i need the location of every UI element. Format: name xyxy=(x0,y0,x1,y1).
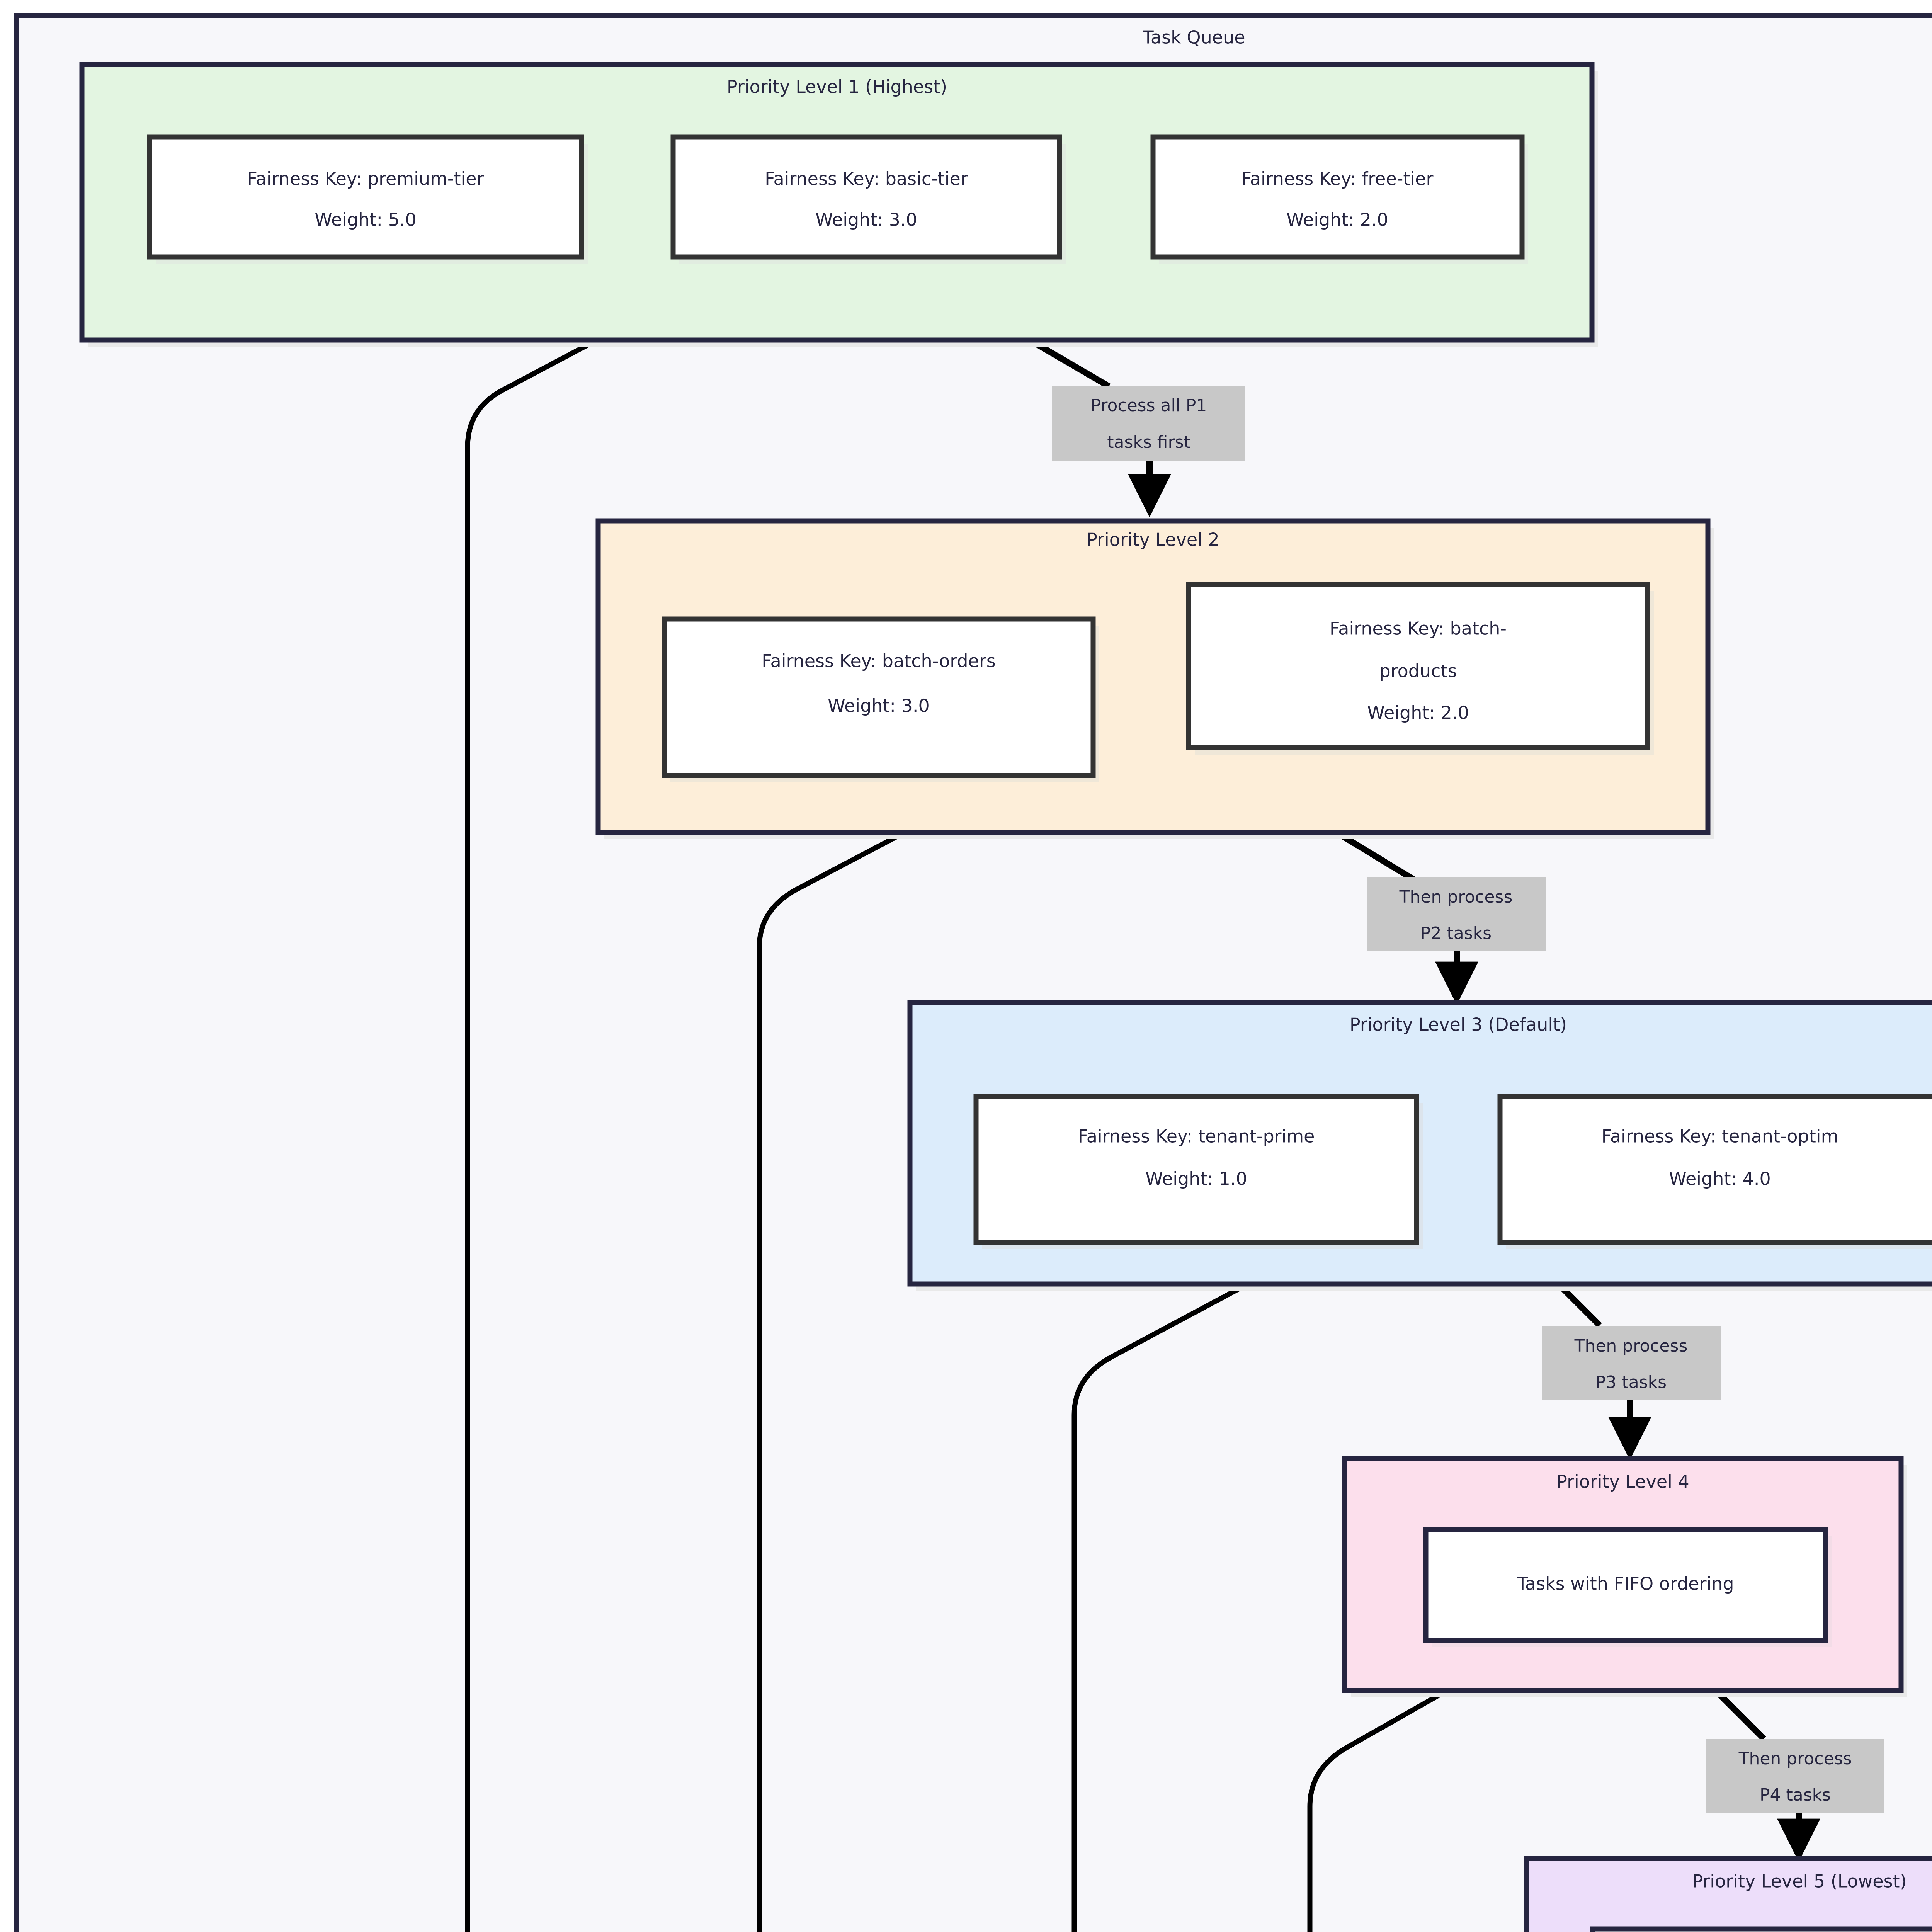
node-p3a[interactable]: Fairness Key: tenant-prime Weight: 1.0 xyxy=(973,1094,1423,1249)
edge-label-p2-p3: Then process P2 tasks xyxy=(1367,877,1546,951)
node-p1c[interactable]: Fairness Key: free-tier Weight: 2.0 xyxy=(1150,134,1528,264)
edge-p1-to-workers xyxy=(465,338,599,1932)
edge-label-p1-p2-bg xyxy=(1052,386,1245,461)
subgraph-priority-level-1[interactable]: Priority Level 1 (Highest) Fairness Key:… xyxy=(79,62,1598,347)
node-p2a-weight: Weight: 3.0 xyxy=(828,696,930,716)
node-p2b-weight: Weight: 2.0 xyxy=(1367,702,1469,723)
node-p1c-box xyxy=(1150,134,1525,260)
node-p2a-key: Fairness Key: batch-orders xyxy=(762,651,995,672)
node-p5a-box xyxy=(1590,1926,1932,1932)
edge-label-p1-p2-line1: Process all P1 xyxy=(1091,396,1207,415)
node-p2a[interactable]: Fairness Key: batch-orders Weight: 3.0 xyxy=(662,616,1099,782)
task-queue-title: Task Queue xyxy=(1142,27,1245,48)
subgraph-priority-level-4[interactable]: Priority Level 4 Tasks with FIFO orderin… xyxy=(1342,1456,1907,1697)
node-p2b-key: Fairness Key: batch- xyxy=(1330,618,1507,639)
priority-level-5-title: Priority Level 5 (Lowest) xyxy=(1692,1871,1906,1892)
edge-p2-to-p3 xyxy=(1335,830,1478,1005)
edge-p3-to-workers xyxy=(1071,1281,1252,1932)
edge-label-p3-p4-bg xyxy=(1542,1326,1721,1400)
edge-label-p4-p5-line2: P4 tasks xyxy=(1760,1785,1831,1805)
priority-level-2-title: Priority Level 2 xyxy=(1087,529,1219,550)
edge-label-p1-p2-line2: tasks first xyxy=(1107,432,1190,452)
edge-label-p4-p5: Then process P4 tasks xyxy=(1706,1739,1884,1813)
subgraph-priority-level-2[interactable]: Priority Level 2 Fairness Key: batch-ord… xyxy=(595,518,1714,839)
subgraph-priority-level-3[interactable]: Priority Level 3 (Default) Fairness Key:… xyxy=(907,1000,1932,1291)
node-p1a-weight: Weight: 5.0 xyxy=(315,209,417,230)
priority-level-3-title: Priority Level 3 (Default) xyxy=(1350,1014,1567,1035)
node-p1b-box xyxy=(670,134,1062,260)
edge-p1-to-p2 xyxy=(1028,337,1171,517)
node-p1b-weight: Weight: 3.0 xyxy=(815,209,917,230)
node-p1b[interactable]: Fairness Key: basic-tier Weight: 3.0 xyxy=(670,134,1066,264)
node-p1a-key: Fairness Key: premium-tier xyxy=(247,168,484,189)
edge-label-p4-p5-line1: Then process xyxy=(1738,1749,1852,1769)
edge-label-p4-p5-bg xyxy=(1706,1739,1884,1813)
node-p3a-weight: Weight: 1.0 xyxy=(1145,1168,1247,1189)
edge-p2-to-workers xyxy=(757,830,906,1932)
edge-label-p3-p4-line1: Then process xyxy=(1574,1336,1688,1356)
subgraph-priority-level-5[interactable]: Priority Level 5 (Lowest) Tasks with FIF… xyxy=(1524,1856,1932,1932)
edge-label-p2-p3-line2: P2 tasks xyxy=(1420,923,1492,943)
node-p1a[interactable]: Fairness Key: premium-tier Weight: 5.0 xyxy=(147,134,588,264)
node-p2b-key2: products xyxy=(1379,661,1457,682)
node-p2b[interactable]: Fairness Key: batch- products Weight: 2.… xyxy=(1186,582,1654,755)
node-p3b-key: Fairness Key: tenant-optim xyxy=(1602,1126,1838,1147)
node-p3a-box xyxy=(973,1094,1419,1245)
node-p2b-box xyxy=(1186,582,1650,750)
edge-label-p3-p4: Then process P3 tasks xyxy=(1542,1326,1721,1400)
node-p3b-box xyxy=(1497,1094,1932,1245)
priority-level-5-box xyxy=(1524,1856,1932,1932)
node-p1b-key: Fairness Key: basic-tier xyxy=(765,168,968,189)
node-p1c-weight: Weight: 2.0 xyxy=(1286,209,1388,230)
node-p4a-box xyxy=(1423,1527,1828,1643)
edge-label-p1-p2: Process all P1 tasks first xyxy=(1052,386,1245,461)
node-p4a-label: Tasks with FIFO ordering xyxy=(1517,1573,1734,1594)
priority-level-4-title: Priority Level 4 xyxy=(1556,1471,1689,1492)
node-p1c-key: Fairness Key: free-tier xyxy=(1242,168,1434,189)
node-p1a-box xyxy=(147,134,584,260)
edge-label-p2-p3-line1: Then process xyxy=(1399,887,1513,907)
priority-level-1-title: Priority Level 1 (Highest) xyxy=(727,77,947,97)
node-p5a[interactable]: Tasks with FIFO ordering xyxy=(1590,1926,1932,1932)
node-p4a[interactable]: Tasks with FIFO ordering xyxy=(1423,1527,1832,1647)
edge-p4-to-workers xyxy=(1307,1688,1449,1932)
edge-label-p2-p3-bg xyxy=(1367,877,1546,951)
edge-label-p3-p4-line2: P3 tasks xyxy=(1595,1372,1667,1392)
node-p3b-weight: Weight: 4.0 xyxy=(1669,1168,1771,1189)
edge-p4-to-p5 xyxy=(1713,1688,1820,1862)
node-p2a-box xyxy=(662,616,1096,778)
node-p3b[interactable]: Fairness Key: tenant-optim Weight: 4.0 xyxy=(1497,1094,1932,1249)
node-p3a-key: Fairness Key: tenant-prime xyxy=(1078,1126,1315,1147)
